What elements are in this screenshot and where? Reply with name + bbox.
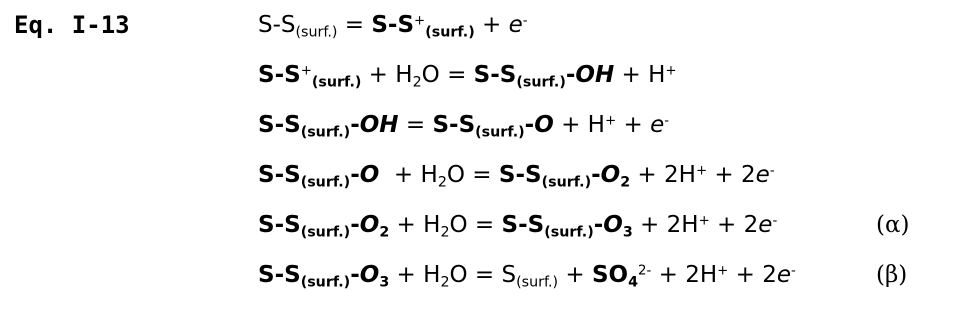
equation-tag-beta: (β) — [876, 262, 908, 288]
equation-line-4: S-S(surf.)-O + H2O = S-S(surf.)-O2 + 2H+… — [258, 162, 775, 191]
equation-line-5: S-S(surf.)-O2 + H2O = S-S(surf.)-O3 + 2H… — [258, 212, 778, 241]
equation-line-2: S-S+(surf.) + H2O = S-S(surf.)-OH + H+ — [258, 62, 677, 91]
equation-line-3: S-S(surf.)-OH = S-S(surf.)-O + H+ + e- — [258, 112, 670, 141]
equation-line-1: S-S(surf.) = S-S+(surf.) + e- — [258, 12, 528, 41]
equation-tag-alpha: (α) — [876, 212, 910, 238]
equation-line-6: S-S(surf.)-O3 + H2O = S(surf.) + SO42- +… — [258, 262, 796, 291]
equation-label: Eq. I-13 — [14, 11, 130, 39]
